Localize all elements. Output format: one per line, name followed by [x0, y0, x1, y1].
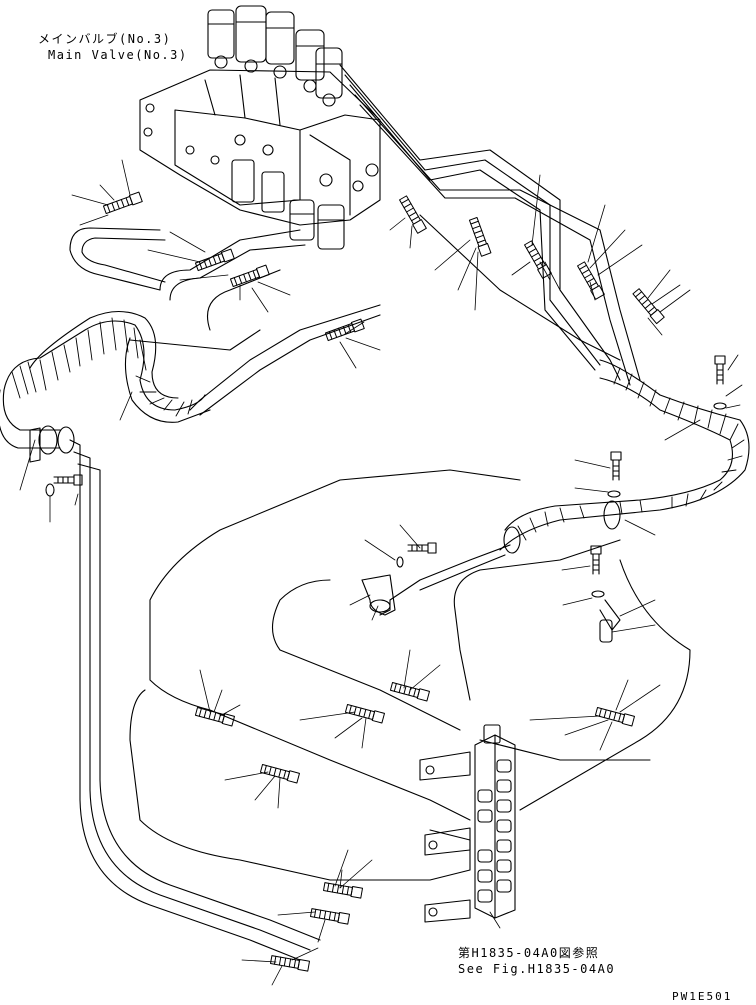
leader-lines	[19, 159, 743, 986]
long-pipe-run	[69, 227, 691, 961]
main-valve-label-en: Main Valve(No.3)	[48, 48, 188, 62]
drawing-code: PW1E501	[672, 990, 733, 1003]
valve-return-pipes	[339, 64, 641, 386]
reference-label-en: See Fig.H1835-04A0	[458, 962, 616, 976]
hose-bundle-guard	[0, 310, 750, 554]
lower-manifold	[419, 724, 516, 923]
main-valve-assembly	[139, 5, 381, 250]
main-valve-label-jp: メインバルブ(No.3)	[38, 32, 172, 46]
hose-fittings	[102, 191, 665, 972]
bolts-and-clamps	[29, 355, 727, 643]
reference-label-jp: 第H1835-04A0図参照	[458, 946, 600, 960]
